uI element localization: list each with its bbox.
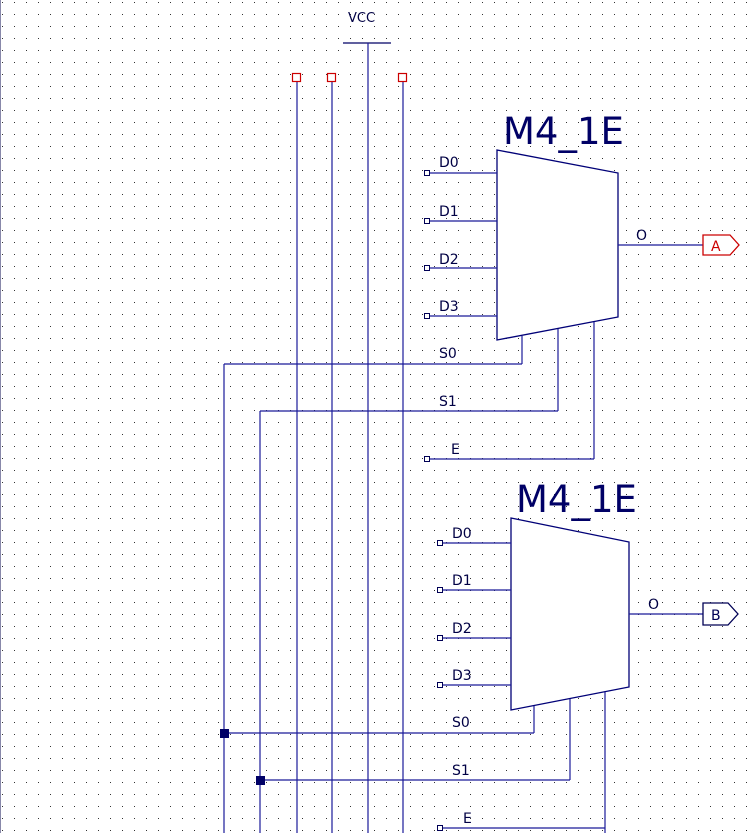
mux-a-pin-d3: D3 xyxy=(439,299,459,315)
pin-terminal[interactable] xyxy=(424,313,430,319)
mux-a-pin-d2: D2 xyxy=(439,252,459,268)
unconnected-marker xyxy=(326,72,337,83)
pin-terminal[interactable] xyxy=(437,682,443,688)
mux-a[interactable]: M4_1E D0 D1 D2 D xyxy=(224,110,740,462)
mux-b-pin-e: E xyxy=(463,811,472,827)
mux-b-pin-d1: D1 xyxy=(452,573,472,589)
mux-a-title: M4_1E xyxy=(503,110,624,153)
pin-terminal[interactable] xyxy=(437,825,443,831)
vcc-label: VCC xyxy=(348,11,375,26)
junction-dot xyxy=(256,776,265,785)
mux-a-pin-s0: S0 xyxy=(439,346,457,362)
mux-b-body xyxy=(510,517,630,711)
mux-b-pin-d0: D0 xyxy=(452,526,472,542)
pin-terminal[interactable] xyxy=(424,265,430,271)
pin-terminal[interactable] xyxy=(437,587,443,593)
vertical-wires xyxy=(223,43,404,833)
pin-terminal[interactable] xyxy=(424,170,430,176)
unconnected-marker xyxy=(291,72,302,83)
vcc-symbol[interactable]: VCC xyxy=(343,11,391,44)
mux-a-pin-s1: S1 xyxy=(439,394,457,410)
output-port-b[interactable]: B xyxy=(702,602,739,626)
junctions xyxy=(220,729,265,785)
mux-b-pin-d2: D2 xyxy=(452,621,472,637)
pin-terminal[interactable] xyxy=(424,456,430,462)
pin-terminal[interactable] xyxy=(424,218,430,224)
unconnected-marker xyxy=(397,72,408,83)
mux-a-pin-o: O xyxy=(636,228,647,244)
mux-b-title: M4_1E xyxy=(516,478,637,521)
unconnected-markers xyxy=(291,72,408,83)
output-port-a-label: A xyxy=(711,239,721,255)
mux-a-pin-e: E xyxy=(451,442,460,458)
mux-b-pin-s0: S0 xyxy=(452,715,470,731)
mux-a-body xyxy=(496,149,619,341)
mux-b-pin-o: O xyxy=(648,597,659,613)
mux-b-pin-d3: D3 xyxy=(452,668,472,684)
mux-a-pin-d0: D0 xyxy=(439,155,459,171)
junction-dot xyxy=(220,729,229,738)
pin-terminal[interactable] xyxy=(437,540,443,546)
mux-a-pin-d1: D1 xyxy=(439,204,459,220)
output-port-b-shape xyxy=(702,602,739,626)
output-port-a[interactable]: A xyxy=(702,234,740,256)
output-port-b-label: B xyxy=(711,608,721,624)
output-port-a-shape xyxy=(702,234,740,256)
pin-terminal[interactable] xyxy=(437,635,443,641)
mux-b[interactable]: M4_1E D0 D1 D2 D xyxy=(224,478,739,833)
mux-b-pin-s1: S1 xyxy=(452,763,470,779)
